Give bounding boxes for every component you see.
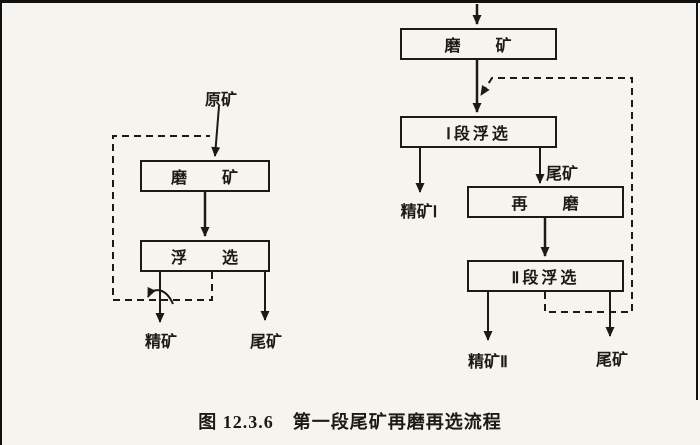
left-tailings-label: 尾矿: [249, 334, 282, 351]
right-stage2-flotation-box: Ⅱ段浮选: [467, 260, 624, 292]
left-flotation-box: 浮 选: [140, 240, 270, 272]
left-middlings-recycle-dashed-line: [112, 135, 213, 301]
left-grind-box: 磨 矿: [140, 160, 270, 192]
right-concentrate2-label: 精矿Ⅱ: [468, 354, 508, 371]
right-tailings-final-label: 尾矿: [595, 352, 628, 369]
right-grind-box: 磨 矿: [400, 28, 557, 60]
left-feed-arrow: [211, 105, 221, 157]
right-regrind-box: 再 磨: [467, 186, 624, 218]
left-feed-label: 原矿: [204, 92, 237, 109]
right-tailings-mid-label: 尾矿: [546, 166, 579, 183]
scan-edge-right: [696, 0, 698, 400]
figure-caption: 图 12.3.6 第一段尾矿再磨再选流程: [198, 412, 502, 432]
right-concentrate1-label: 精矿Ⅰ: [400, 204, 438, 221]
left-froth-curl-arrow: [147, 286, 174, 305]
right-recycle-dashed-line: [480, 77, 633, 313]
right-stage1-flotation-box: Ⅰ段浮选: [400, 116, 557, 148]
scan-edge-left: [0, 0, 2, 445]
left-concentrate-label: 精矿: [144, 334, 177, 351]
scan-edge-top: [0, 0, 700, 3]
